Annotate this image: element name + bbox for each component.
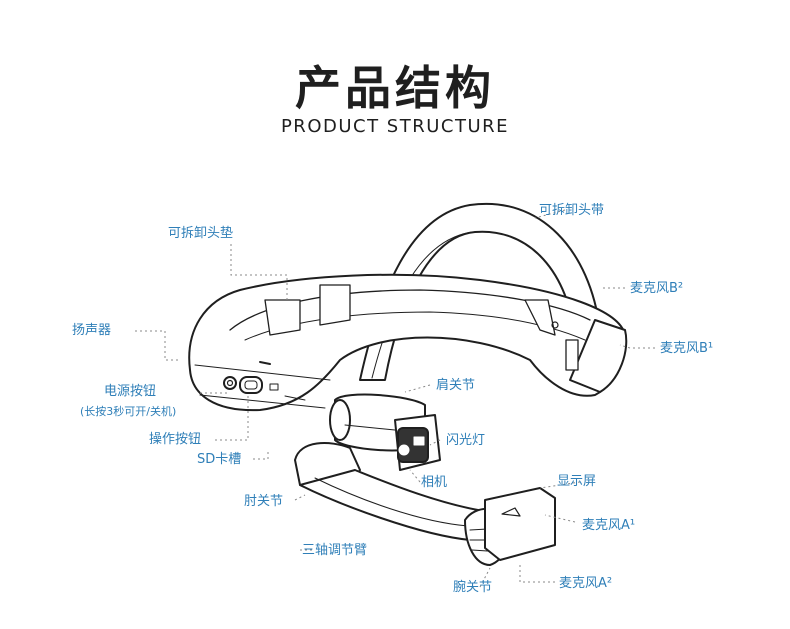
- label-detachable-headband: 可拆卸头带: [539, 203, 605, 218]
- label-sd-slot: SD卡槽: [197, 452, 242, 467]
- leader-lines: [135, 209, 655, 588]
- label-speaker: 扬声器: [72, 323, 112, 338]
- label-operation-button: 操作按钮: [149, 432, 202, 447]
- label-mic-b1: 麦克风B¹: [660, 341, 714, 356]
- label-mic-a1: 麦克风A¹: [582, 518, 636, 533]
- label-display: 显示屏: [557, 474, 597, 489]
- page-title: 产品结构: [295, 61, 495, 115]
- label-wrist-joint: 腕关节: [453, 580, 493, 595]
- label-mic-a2: 麦克风A²: [559, 576, 613, 591]
- label-detachable-headpad: 可拆卸头垫: [168, 226, 234, 241]
- label-power-button: 电源按钮: [104, 384, 157, 399]
- label-shoulder-joint: 肩关节: [436, 378, 476, 393]
- label-flashlight: 闪光灯: [446, 433, 486, 448]
- page-subtitle: PRODUCT STRUCTURE: [280, 116, 510, 137]
- label-camera: 相机: [421, 475, 448, 490]
- label-mic-b2: 麦克风B²: [630, 281, 684, 296]
- label-elbow-joint: 肘关节: [244, 494, 284, 509]
- label-power-button-note: (长按3秒可开/关机): [80, 405, 177, 418]
- label-three-axis-arm: 三轴调节臂: [302, 543, 368, 558]
